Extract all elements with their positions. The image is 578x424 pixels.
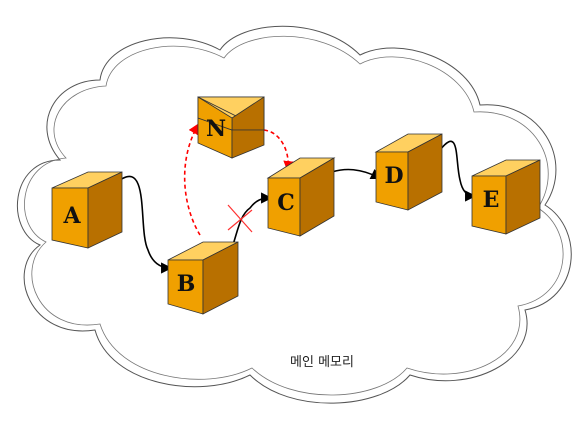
- link-d-to-e: [439, 140, 477, 202]
- link-n-to-c: [263, 129, 295, 173]
- node-e: E: [471, 159, 541, 235]
- node-label: D: [384, 163, 403, 189]
- link-c-to-d: [331, 168, 383, 180]
- link-a-to-b: [119, 175, 173, 274]
- node-d: D: [374, 133, 443, 211]
- node-label: E: [483, 187, 500, 213]
- node-b: B: [167, 241, 239, 315]
- node-label: A: [62, 203, 81, 229]
- cut-mark: [227, 204, 253, 233]
- memory-label: 메인 메모리: [290, 355, 354, 370]
- node-label: C: [277, 190, 295, 216]
- links: [119, 123, 477, 274]
- node-c: C: [266, 157, 336, 237]
- node-label: B: [177, 271, 196, 297]
- node-a: A: [51, 171, 123, 249]
- node-n: N: [197, 96, 265, 159]
- node-label: N: [206, 116, 226, 142]
- link-b-to-c: [231, 192, 273, 249]
